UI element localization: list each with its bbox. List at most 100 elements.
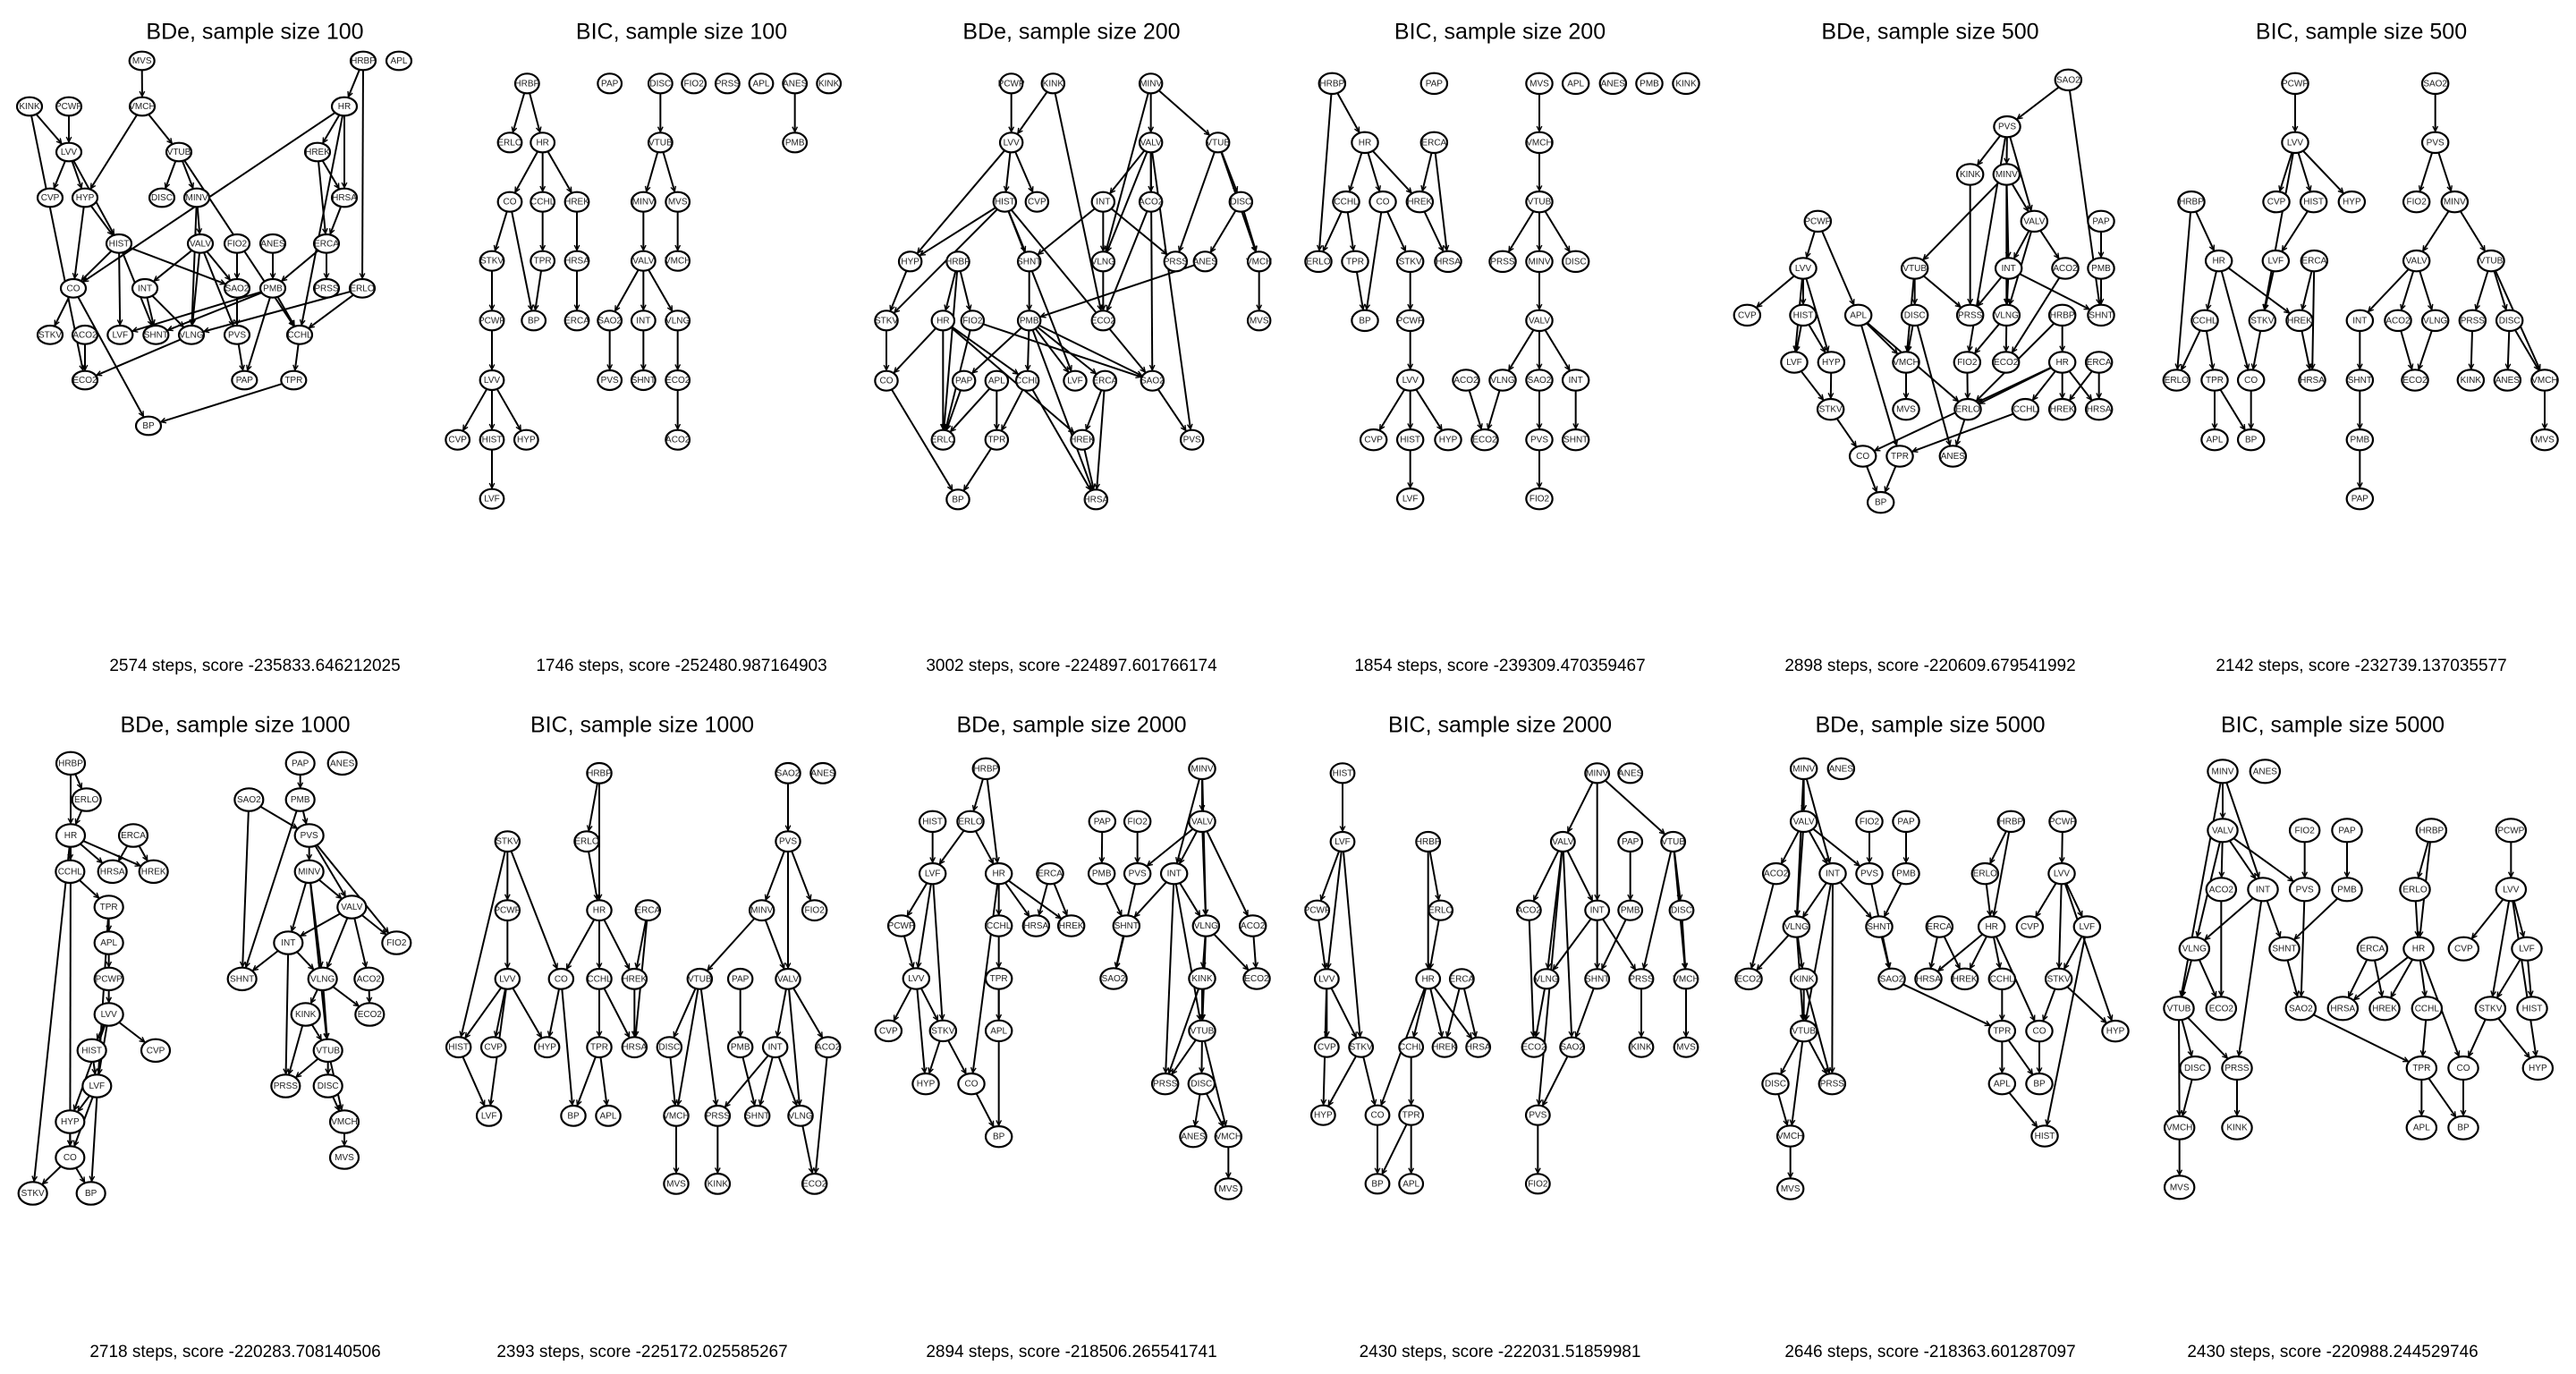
edge-arrow [944,271,959,428]
node-label: DISC [1230,198,1251,208]
node-label: PMB [1640,79,1659,89]
node-ellipse [285,324,314,345]
edge-arrow [2476,270,2489,310]
node-label: STKV [1399,257,1422,267]
edge-arrow [1992,937,2000,968]
node: ERCA [634,899,662,922]
node-label: PVS [2296,885,2314,895]
node: LVV [1395,369,1425,392]
node-label: VTUB [1792,1027,1816,1037]
edge-arrow [1542,1056,1569,1106]
node: HR [2204,249,2233,273]
node: HRBP [945,250,970,273]
edge-arrow [514,150,539,191]
edge-arrow [2437,152,2451,191]
node-ellipse [1452,369,1480,392]
edge-arrow [2493,270,2506,310]
edge-arrow [1414,988,1427,1037]
node: KINK [1789,967,1818,991]
node-ellipse [586,967,613,990]
node: APL [1561,72,1590,96]
edge-arrow [2512,901,2536,1056]
node-label: MINV [1140,79,1162,89]
edge-arrow [2419,330,2433,369]
node-ellipse [1953,351,1982,374]
edge-arrow [2373,960,2382,997]
node-label: HR [1985,922,1997,932]
panel-title: BDe, sample size 200 [962,20,1180,45]
node-label: ANES [330,759,355,768]
node: PRSS [1818,1072,1847,1096]
node-label: PRSS [2224,1064,2250,1073]
edge-arrow [296,1057,319,1078]
node-label: BP [1359,316,1371,326]
node-ellipse [984,1019,1013,1043]
node-ellipse [886,914,916,937]
node: STKV [928,1019,958,1043]
node-ellipse [2020,209,2049,233]
edge-arrow [1978,276,2003,306]
node-ellipse [2025,1019,2054,1043]
edge-arrow [916,988,924,1073]
node-label: ERCA [564,316,589,326]
edge-arrow [1528,920,1534,1037]
node-ellipse [743,1104,771,1127]
node-ellipse [117,823,149,848]
edge-arrow [1508,210,1535,251]
node-ellipse [2420,131,2450,155]
node: MVS [128,50,156,72]
node-label: HRBP [58,759,83,768]
edge-arrow [2265,152,2294,310]
node-label: DISC [2499,316,2521,326]
node: PAP [1088,810,1117,834]
node-label: HIST [2035,1132,2055,1141]
node: ANES [782,72,809,95]
edge-arrow [130,247,225,284]
node-label: KINK [1043,79,1064,89]
node: ECO2 [1521,1036,1547,1058]
node-ellipse [2384,309,2412,333]
node-ellipse [2178,936,2211,962]
node-label: ACO2 [1453,376,1479,386]
node-label: SHNT [2348,376,2372,386]
edge-layer [1757,86,2101,491]
edge-arrow [1213,933,1248,970]
node-ellipse [494,899,521,922]
node-label: CO [2244,376,2258,386]
edge-arrow [2286,960,2297,996]
node-ellipse [2299,190,2328,214]
edge-arrow [2062,831,2063,862]
edge-arrow [1362,1056,1375,1104]
node-label: LVV [101,1010,117,1020]
node: DISC [312,1073,343,1098]
node-label: HRSA [564,257,589,267]
node: PMB [2345,428,2375,452]
node-ellipse [704,1104,732,1127]
edge-arrow [975,1092,995,1126]
node-ellipse [1789,757,1818,781]
node-label: ECO2 [1994,358,2019,368]
edge-arrow [1205,1093,1224,1125]
node: PVS [775,830,801,853]
edge-arrow [2459,210,2486,250]
node-label: HRSA [1436,257,1461,267]
node-ellipse [1488,369,1517,392]
node-label: LVV [1318,974,1335,984]
node-ellipse [1348,1036,1375,1058]
node-ellipse [273,930,304,955]
node-label: HIST [1400,436,1420,445]
node-ellipse [801,899,828,922]
node-ellipse [630,310,657,332]
node-ellipse [1024,191,1050,213]
node-label: APL [1850,310,1867,320]
node: VLNG [307,966,338,992]
edge-arrow [314,844,346,895]
edge-arrow [322,114,341,142]
edge-arrow [906,882,928,915]
node-label: STKV [2047,974,2071,984]
node: KINK [15,96,44,117]
node-ellipse [2205,996,2238,1022]
node-ellipse [182,187,211,208]
node-ellipse [1192,250,1218,273]
node: HRBP [1318,72,1347,96]
